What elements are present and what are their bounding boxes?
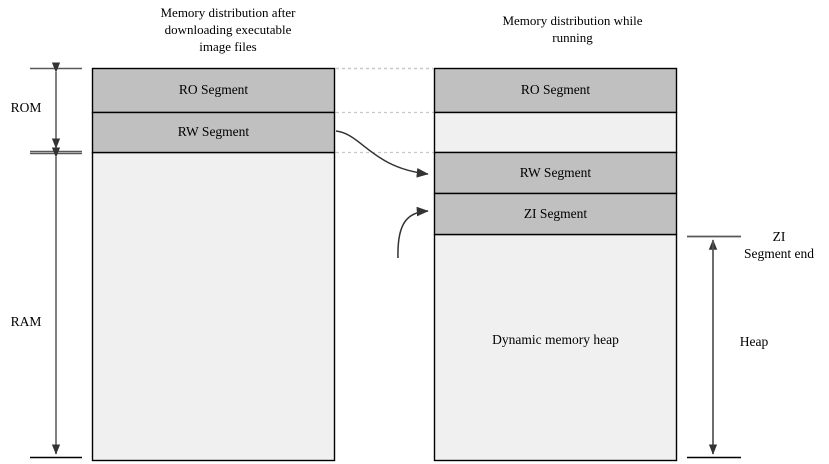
left-block-title: Memory distribution after downloading ex…: [160, 5, 296, 54]
right-axis-group: [687, 235, 741, 459]
right-segment-ro: [433, 67, 678, 114]
axis-label-ram: RAM: [10, 314, 42, 329]
left-segment-empty: [91, 151, 336, 462]
right-segment-heap: [433, 233, 678, 462]
right-segment-gap: [433, 111, 678, 154]
rw-copy-arrow: [335, 130, 429, 178]
left-axis-group: [30, 62, 82, 459]
axis-label-rom: ROM: [10, 100, 42, 115]
left-segment-ro: [91, 67, 336, 114]
right-memory-block: [433, 67, 678, 462]
left-memory-block: [91, 67, 336, 462]
left-segment-rw: [91, 111, 336, 154]
right-segment-zi: [433, 192, 678, 236]
right-block-title: Memory distribution while running: [502, 13, 643, 45]
axis-label-heap: Heap: [739, 334, 769, 349]
guide-lines: [336, 67, 433, 154]
axis-label-zi-segment-end: ZI Segment end: [743, 229, 815, 261]
zi-init-arrow: [397, 206, 429, 259]
transfer-arrows: [335, 130, 429, 259]
right-segment-rw: [433, 151, 678, 195]
